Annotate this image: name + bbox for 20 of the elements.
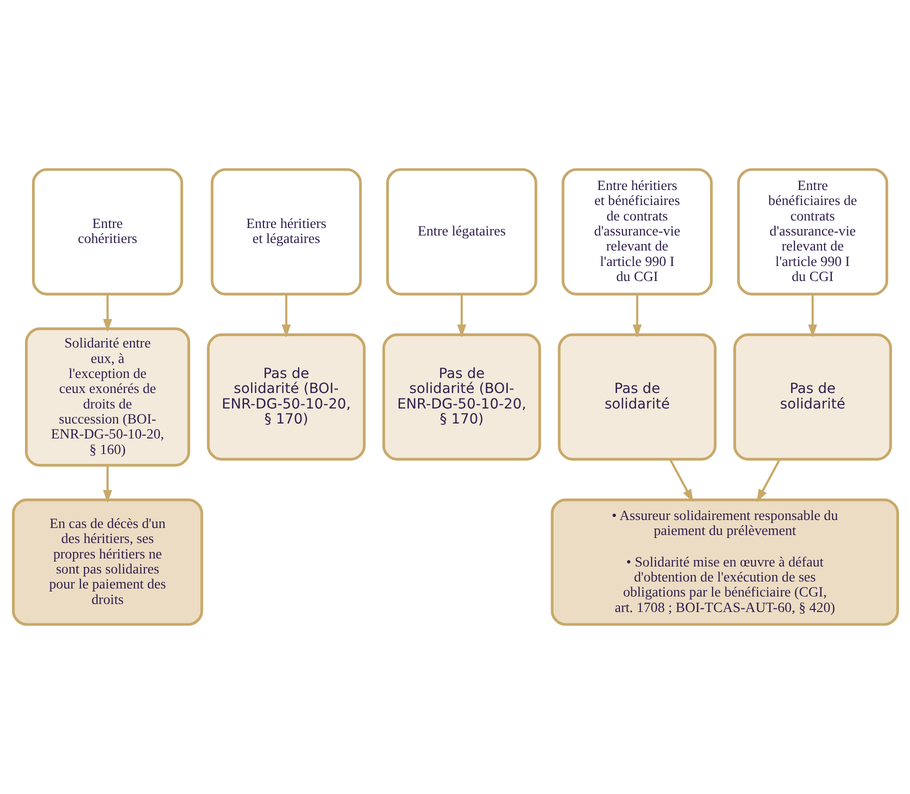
arrow — [756, 459, 780, 502]
node-box: Pas de solidarité — [557, 333, 716, 461]
arrow — [632, 294, 642, 338]
arrow — [102, 465, 112, 504]
arrow — [456, 294, 466, 338]
node-box: • Assureur solidairement responsable du paiement du prélèvement • Solidarité mise en œuvre à défaut d'obtention de l'exécution de ses obligations par le bénéficiaire (CGI, art. 1708 ; BOI-TCAS-AUT-60, § 420) — [550, 498, 899, 626]
arrow — [281, 294, 290, 338]
arrow — [102, 294, 112, 332]
node-box: Pas de solidarité (BOI-ENR-DG-50-10-20, § 170) — [206, 333, 366, 461]
node-box: En cas de décès d'un des héritiers, ses propres héritiers ne sont pas solidaires pour le paiement des droits — [11, 498, 203, 626]
node-box: Pas de solidarité — [732, 333, 892, 461]
node-box: Entre bénéficiaires de contrats d'assurance-vie relevant de l'article 990 I du CGI — [736, 168, 888, 296]
node-box: Entre héritiers et légataires — [210, 168, 362, 296]
node-box: Entre cohéritiers — [32, 168, 183, 296]
node-box: Solidarité entre eux, à l'exception de ceux exonérés de droits de succession (BOI-ENR-DG-50-10-20, § 160) — [24, 327, 190, 467]
node-box: Entre légataires — [386, 168, 537, 296]
node-box: Pas de solidarité (BOI-ENR-DG-50-10-20, § 170) — [382, 333, 541, 461]
arrow — [808, 294, 817, 338]
node-box: Entre héritiers et bénéficiaires de contrats d'assurance-vie relevant de l'article 990 I du CGI — [561, 168, 712, 296]
arrow — [668, 459, 693, 502]
